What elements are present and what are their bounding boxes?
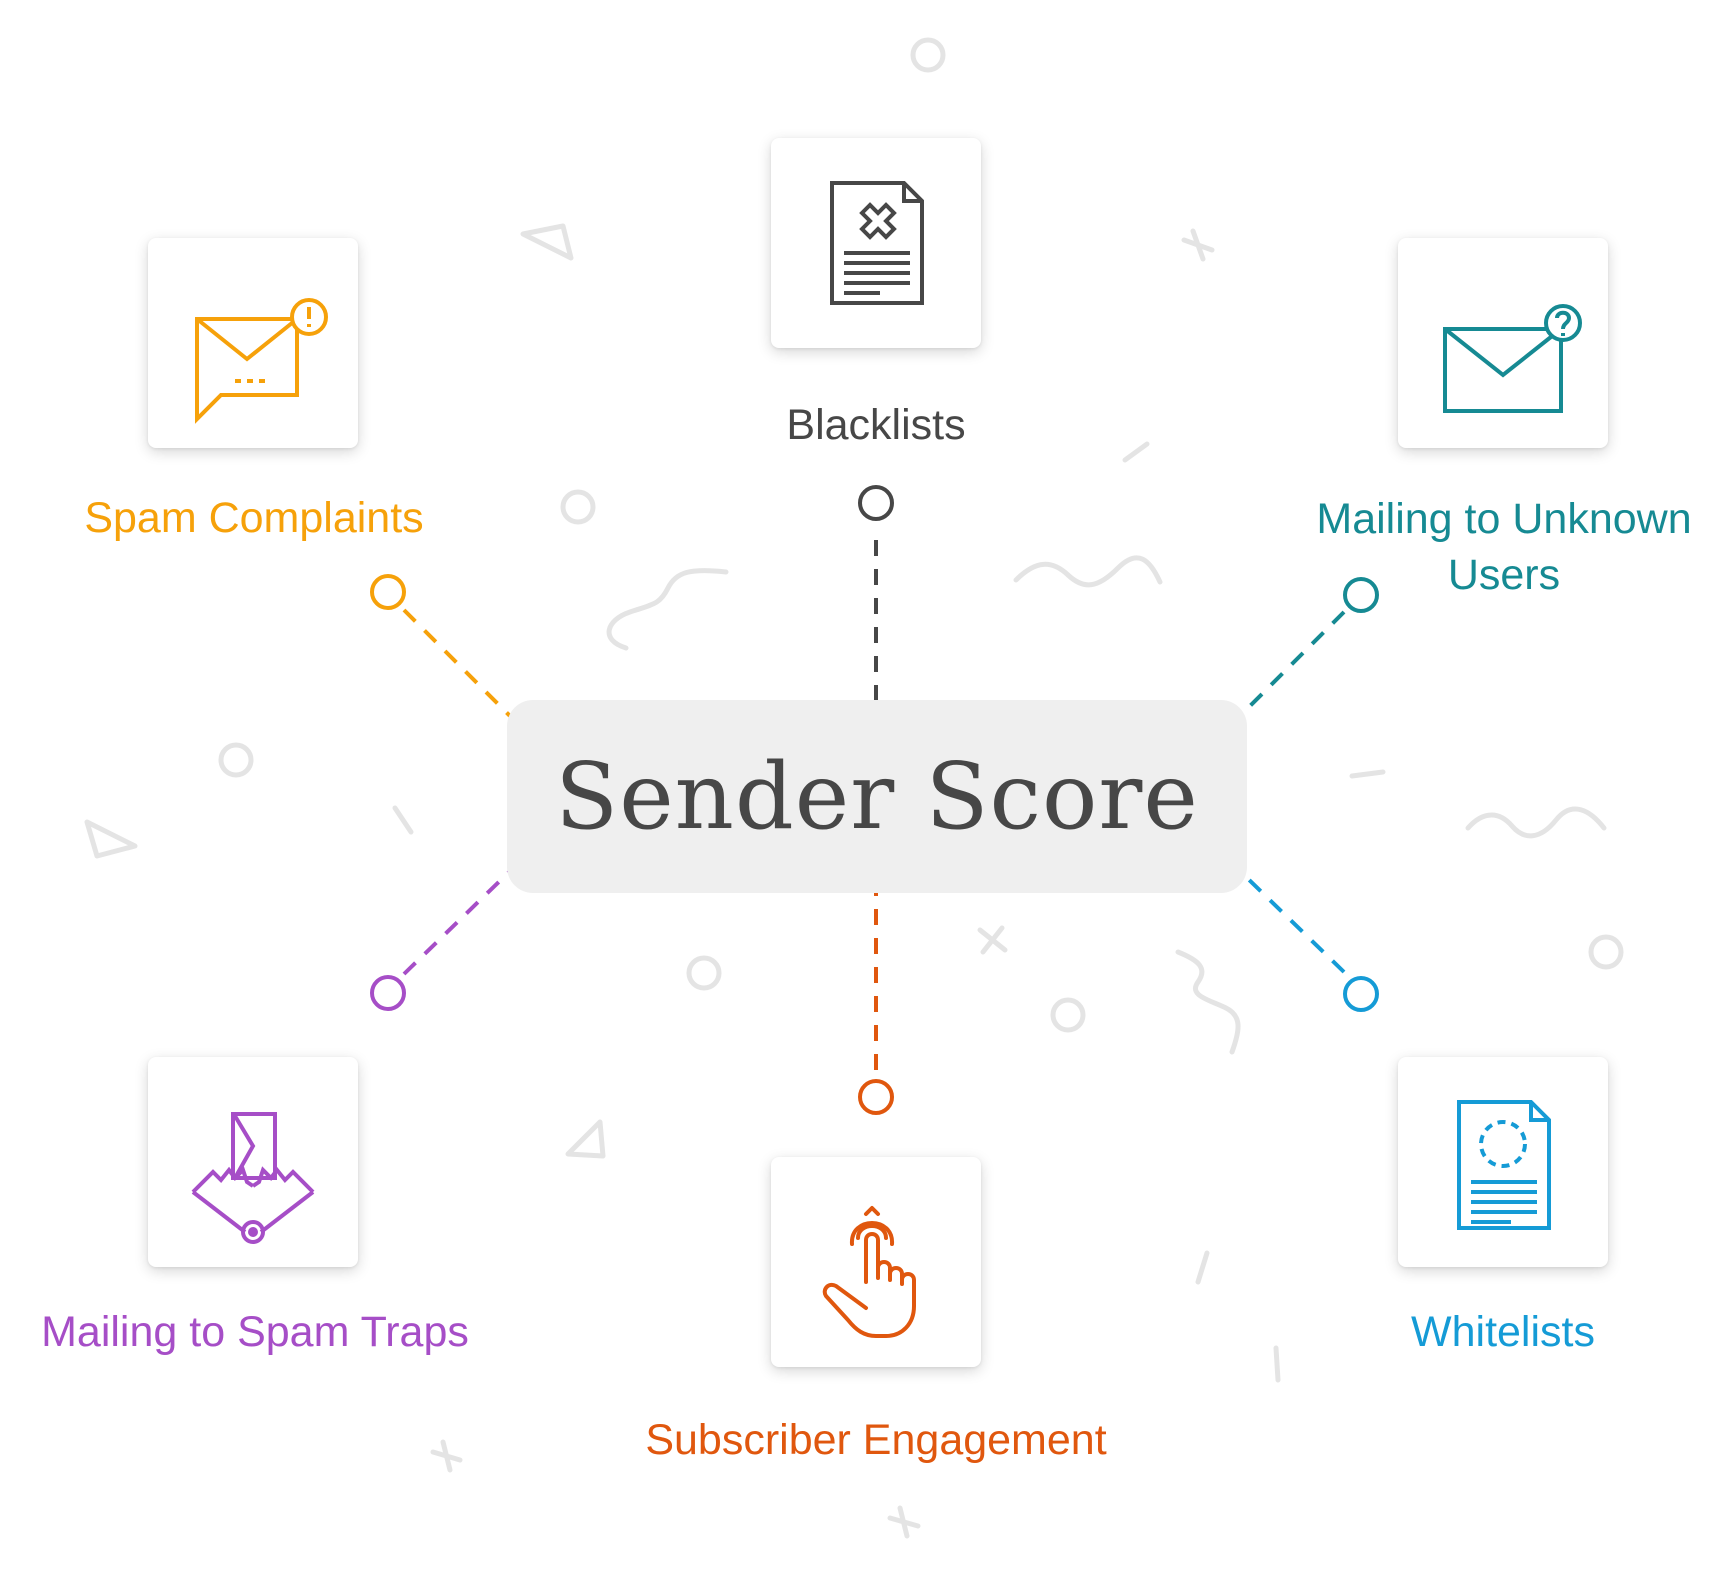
- sender-score-box: Sender Score: [507, 700, 1247, 893]
- node-dot-whitelists: [1343, 976, 1379, 1012]
- spam-traps-card: [148, 1057, 358, 1267]
- engagement-card: [771, 1157, 981, 1367]
- unknown-users-card: [1398, 238, 1608, 448]
- chat-envelope-alert-icon: [195, 298, 328, 424]
- sender-score-title: Sender Score: [555, 743, 1199, 850]
- background-decorations: [84, 37, 1624, 1539]
- whitelists-card: [1398, 1057, 1608, 1267]
- unknown-users-label: Mailing to Unknown Users: [1316, 495, 1692, 599]
- document-x-icon: [830, 181, 924, 305]
- envelope-trap-icon: [191, 1112, 315, 1244]
- whitelists-label: Whitelists: [1411, 1308, 1595, 1356]
- document-certificate-icon: [1457, 1100, 1551, 1230]
- engagement-label: Subscriber Engagement: [645, 1416, 1107, 1464]
- spam-traps-label: Mailing to Spam Traps: [41, 1308, 469, 1356]
- spam-complaints-label: Spam Complaints: [84, 494, 424, 542]
- pointing-hand-icon: [822, 1206, 916, 1338]
- spam-complaints-card: [148, 238, 358, 448]
- envelope-question-icon: [1443, 304, 1582, 413]
- blacklists-label: Blacklists: [786, 401, 966, 449]
- blacklists-card: [771, 138, 981, 348]
- node-dot-spam-complaints: [370, 574, 406, 610]
- node-dot-blacklists: [858, 485, 894, 521]
- node-dot-unknown-users: [1343, 577, 1379, 613]
- node-dot-engagement: [858, 1079, 894, 1115]
- node-dot-spam-traps: [370, 975, 406, 1011]
